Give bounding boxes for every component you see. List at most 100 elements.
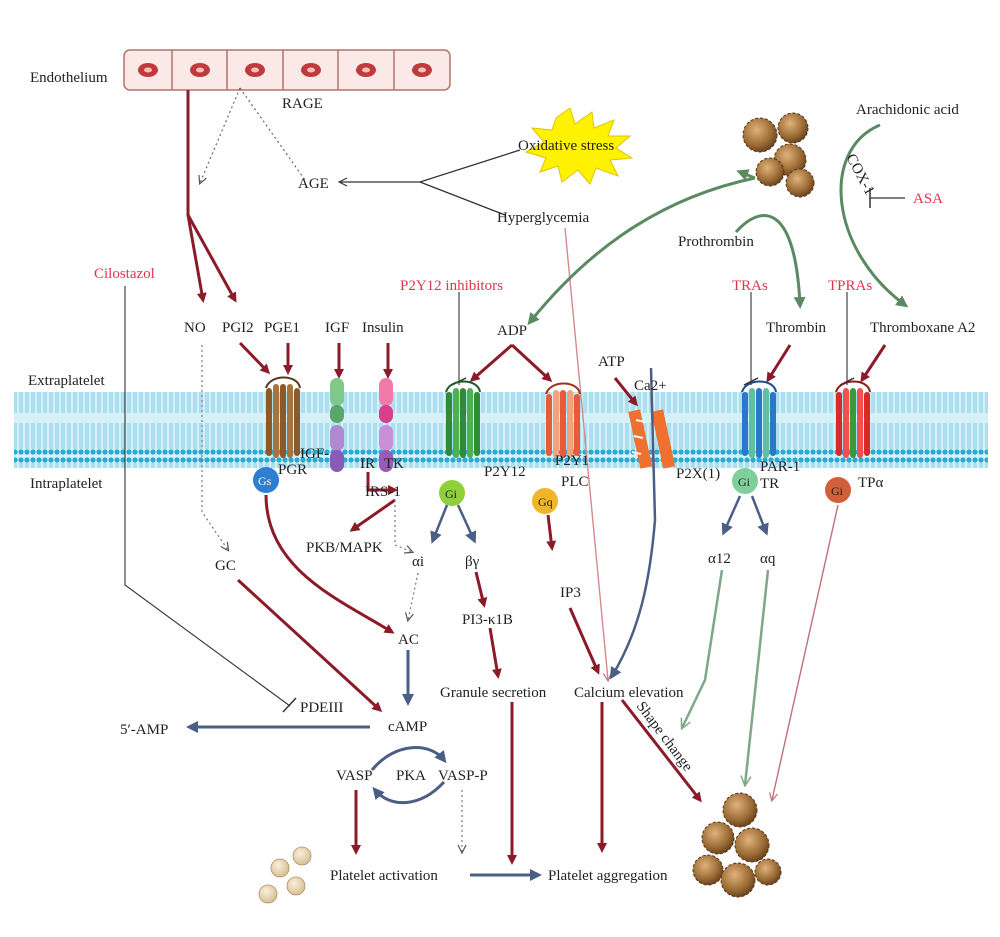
arrow-gc-camp	[236, 578, 383, 713]
label-alpha-i: αi	[412, 554, 424, 570]
arrow-adp-p2y12	[469, 343, 513, 382]
gq-protein	[532, 488, 558, 514]
arrow-endothelium-no	[186, 90, 207, 303]
label-intraplatelet: Intraplatelet	[30, 476, 103, 492]
label-p2y12-inhibitors: P2Y12 inhibitors	[400, 278, 503, 294]
label-ir: IR	[360, 456, 375, 472]
label-plc: PLC	[561, 474, 589, 490]
p2y12-receptor	[445, 380, 481, 458]
label-p2y12: P2Y12	[484, 464, 526, 480]
arrow-pgi2-pgr	[238, 341, 271, 375]
label-age: AGE	[298, 176, 329, 192]
arrow-ip3-calcium	[568, 607, 600, 675]
arrow-par1-alphaq	[750, 495, 769, 536]
dotted-no-gc	[201, 345, 228, 550]
arrow-ir-irs1	[366, 472, 398, 495]
label-prothrombin: Prothrombin	[678, 234, 754, 250]
label-extraplatelet: Extraplatelet	[28, 373, 105, 389]
arrow-alphaq-platelets	[745, 569, 770, 785]
label-ca2: Ca2+	[634, 378, 667, 394]
arrow-shape-change	[620, 699, 702, 803]
arrow-endothelium-pgi2	[186, 214, 237, 303]
label-oxidative-stress: Oxidative stress	[518, 138, 614, 154]
label-gi-p2y12: Gi	[445, 487, 458, 501]
pgr-receptor	[265, 376, 301, 458]
label-hyperglycemia: Hyperglycemia	[497, 210, 590, 226]
endothelium-cells	[123, 49, 451, 91]
insulin-receptor	[379, 378, 393, 472]
label-gi-tp: Gi	[831, 484, 844, 498]
label-calcium-elevation: Calcium elevation	[574, 685, 684, 701]
label-pka: PKA	[396, 768, 426, 784]
label-vasp-p: VASP-P	[438, 768, 488, 784]
p2x1-channel	[628, 409, 676, 469]
label-igf: IGF	[325, 320, 349, 336]
activated-platelets-top	[742, 112, 815, 198]
label-pgi2: PGI2	[222, 320, 254, 336]
label-pdeiii: PDEIII	[300, 700, 343, 716]
label-tpa: TPα	[858, 475, 884, 491]
label-adp: ADP	[497, 323, 527, 339]
label-alpha12: α12	[708, 551, 731, 567]
label-pgr: PGR	[278, 462, 307, 478]
label-thrombin: Thrombin	[766, 320, 826, 336]
label-tk: TK	[384, 456, 404, 472]
arrow-platelets-adp	[527, 176, 756, 326]
label-ac: AC	[398, 632, 419, 648]
label-asa: ASA	[913, 191, 943, 207]
arrow-alpha12-shape	[682, 569, 724, 728]
label-atp: ATP	[598, 354, 625, 370]
arrow-vaspp-vasp	[372, 780, 446, 804]
gi-protein-p2y12	[439, 480, 465, 506]
igf1-receptor	[330, 378, 344, 472]
arrow-ca-influx	[609, 367, 657, 680]
platelet-membrane	[14, 392, 988, 468]
gi-protein-par1	[732, 468, 758, 494]
label-granule-secretion: Granule secretion	[440, 685, 547, 701]
label-vasp: VASP	[336, 768, 372, 784]
arrow-pi3k-granule	[488, 627, 502, 679]
cilostazol-inhibit-bar	[282, 697, 297, 713]
label-pi3k: PI3-κ1B	[462, 612, 513, 628]
label-pge1: PGE1	[264, 320, 300, 336]
label-gs: Gs	[258, 474, 272, 488]
aggregated-platelets-bottom	[692, 792, 782, 898]
arrow-txa2-tp	[860, 344, 887, 383]
arrow-prothrombin-thrombin	[734, 214, 806, 309]
gi-protein-tp	[825, 477, 851, 503]
arrow-thrombin-par1	[766, 344, 792, 383]
label-shape-change: Shape change	[633, 699, 696, 775]
label-p2x1: P2X(1)	[676, 466, 720, 482]
p2y1-receptor	[545, 382, 581, 458]
arrow-to-age	[340, 149, 521, 182]
oxidative-stress-burst	[524, 107, 634, 185]
arrow-gi-betagamma	[456, 504, 477, 544]
line-hyperglycemia	[419, 181, 506, 216]
label-endothelium: Endothelium	[30, 70, 108, 86]
label-gq: Gq	[538, 495, 553, 509]
label-gi-par1: Gi	[738, 475, 751, 489]
arrow-gi-alphai	[430, 504, 449, 544]
arrow-bg-pi3k	[474, 571, 488, 608]
label-pkb-mapk: PKB/MAPK	[306, 540, 383, 556]
label-tpras: TPRAs	[828, 278, 872, 294]
label-alpha-q: αq	[760, 551, 776, 567]
label-tr: TR	[760, 476, 779, 492]
gs-protein	[253, 467, 279, 493]
arrow-adp-platelets	[736, 169, 756, 181]
arrow-gq-ip3	[546, 514, 557, 551]
arrow-tp-platelets	[772, 504, 839, 800]
dotted-rage-left	[200, 87, 241, 183]
cilostazol-inhibit-line	[124, 286, 291, 707]
par1-receptor	[741, 380, 777, 458]
arrow-aa-txa2	[839, 123, 909, 308]
tp-receptor	[835, 380, 871, 458]
arrow-adp-p2y1	[510, 343, 553, 383]
label-irs1: IRS-1	[365, 484, 401, 500]
label-insulin: Insulin	[362, 320, 404, 336]
label-five-amp: 5′-AMP	[120, 722, 168, 738]
resting-platelets	[258, 846, 312, 904]
arrow-gs-ac	[264, 494, 395, 634]
